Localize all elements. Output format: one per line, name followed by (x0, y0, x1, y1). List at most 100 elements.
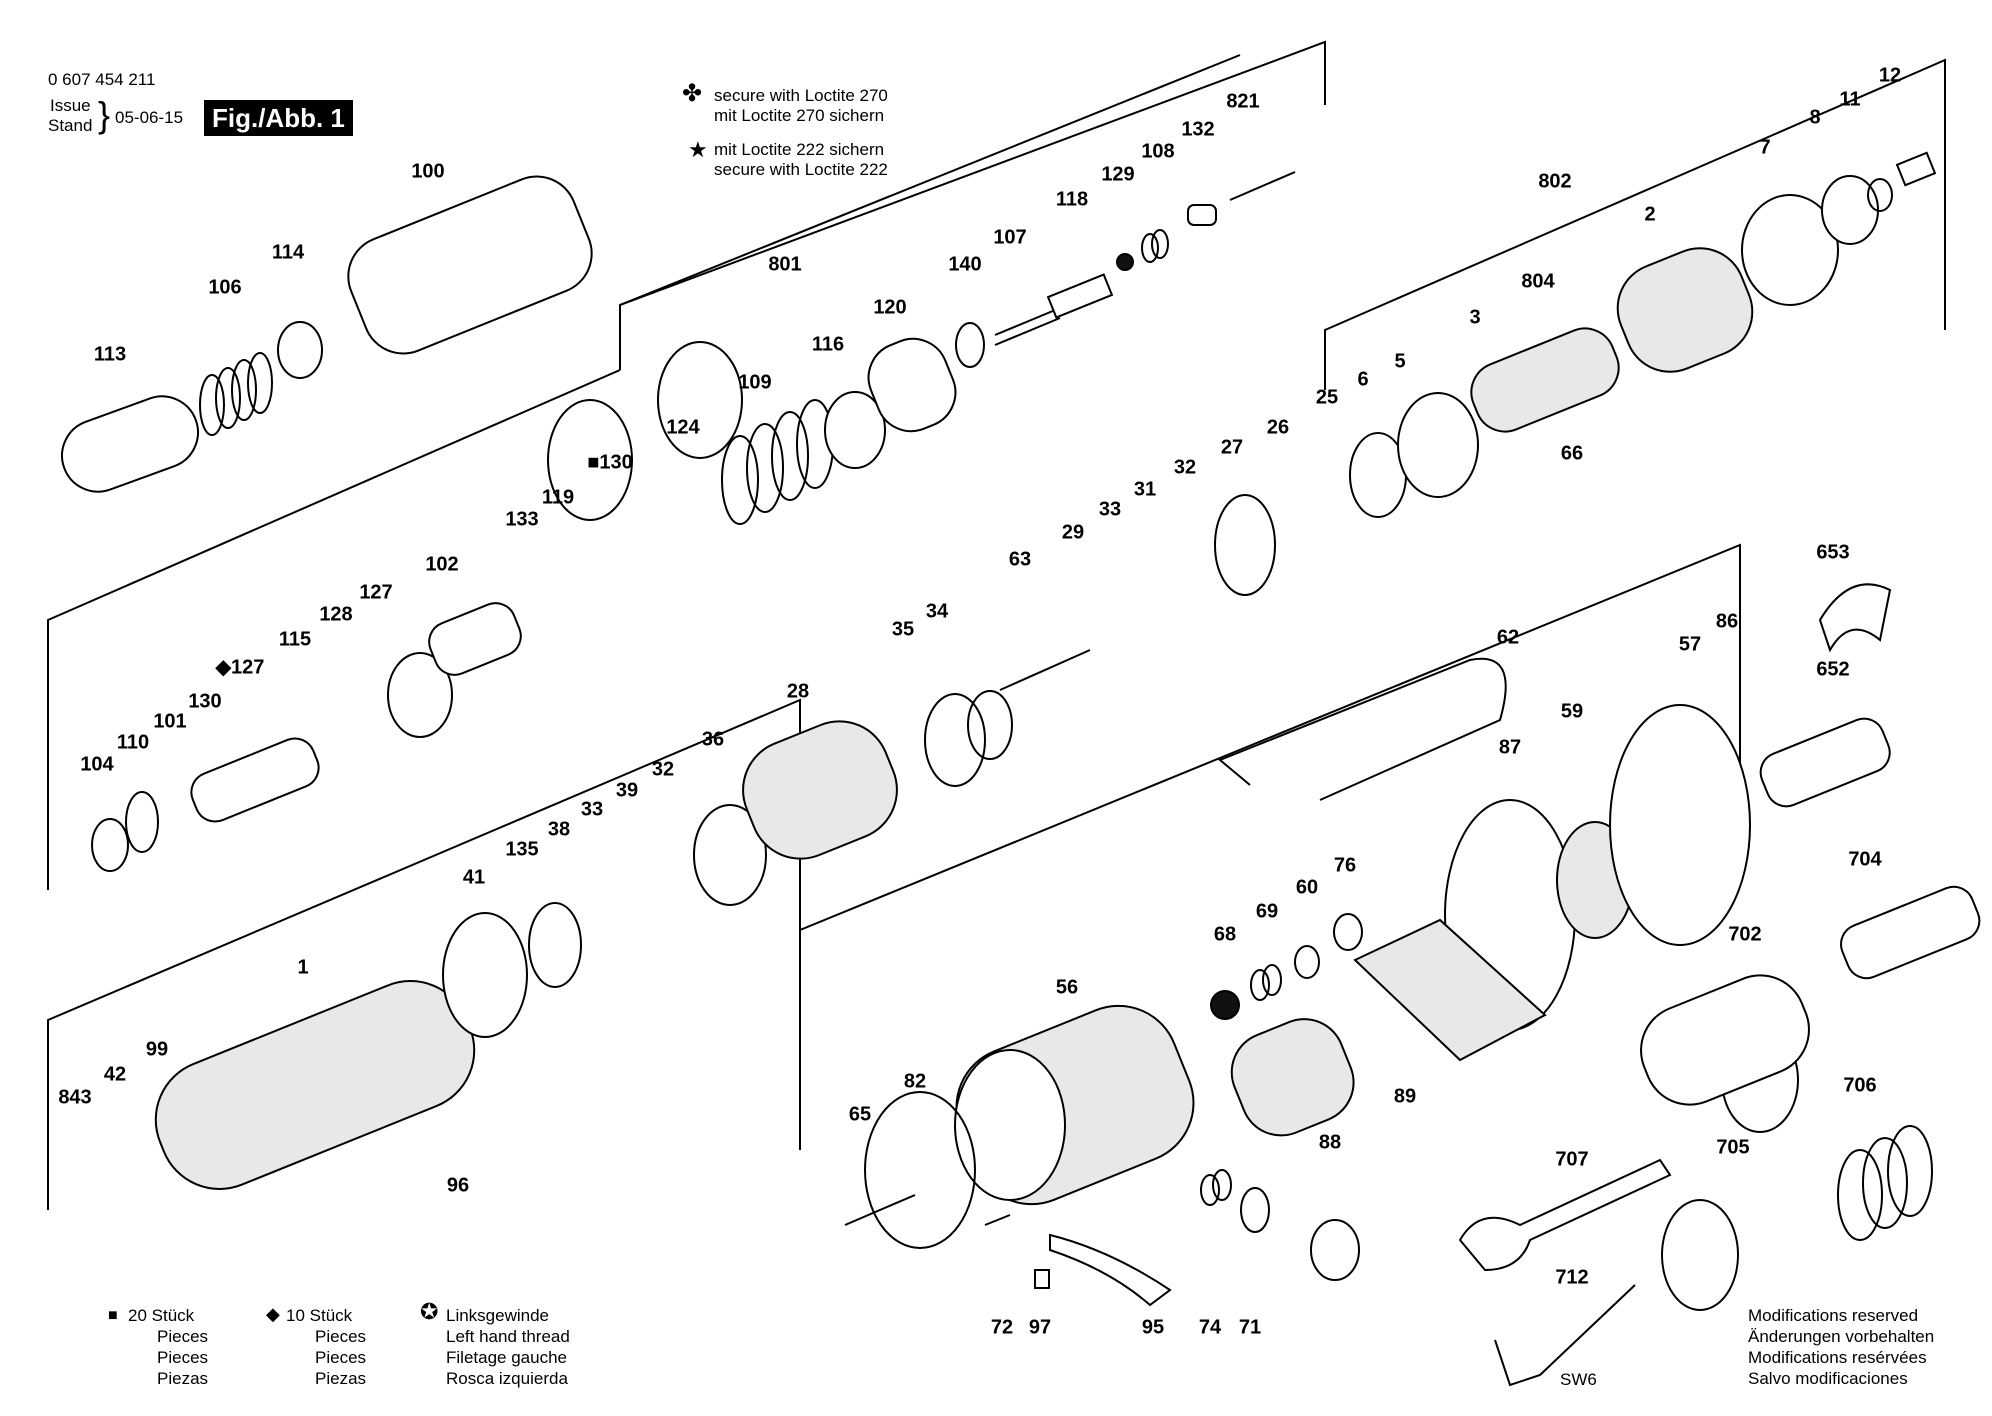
label-129: 129 (1101, 163, 1135, 186)
label-100: 100 (411, 160, 445, 183)
label-132: 132 (1181, 118, 1215, 141)
label-2: 2 (1644, 203, 1656, 226)
part-12-screw (1895, 151, 1937, 187)
label-12: 12 (1878, 64, 1902, 87)
label-110: 110 (116, 731, 150, 754)
part-69-spring (1250, 964, 1282, 1001)
label-113: 113 (93, 343, 127, 366)
label-804: 804 (1521, 270, 1555, 293)
part-102-shaft (428, 602, 522, 676)
clover-icon: ✤ (682, 80, 703, 107)
star-icon: ★ (688, 137, 708, 162)
part-705-collar (1661, 1199, 1739, 1311)
part-135-washer (528, 902, 582, 988)
label-35: 35 (891, 618, 915, 641)
label-62: 62 (1496, 626, 1520, 649)
part-113-sleeve (61, 395, 199, 493)
part-109-spring (721, 399, 834, 525)
square-icon: ■ (108, 1307, 118, 1324)
part-89-filter-pad (1353, 918, 1547, 1062)
part-82-o-ring (864, 1091, 976, 1249)
part-65-pin (844, 1194, 916, 1226)
part-number: 0 607 454 211 (48, 70, 156, 89)
label-72: 72 (990, 1316, 1014, 1339)
label-3: 3 (1469, 306, 1481, 329)
label-99: 99 (145, 1038, 169, 1061)
label-34: 34 (925, 600, 949, 623)
part-707-wrench (1458, 1158, 1672, 1272)
label-66: 66 (1560, 442, 1584, 465)
label-128: 128 (319, 603, 353, 626)
legend-pieces-3: Piezas (157, 1369, 209, 1388)
part-63-pin (999, 649, 1091, 691)
label-127: 127 (359, 581, 393, 604)
part-60-valve (1294, 945, 1320, 979)
part-101-chuck (190, 737, 320, 823)
label-1: 1 (297, 956, 309, 979)
modifications-1: Modifications reserved (1748, 1306, 1919, 1325)
label-88: 88 (1318, 1131, 1342, 1154)
part-56-face (954, 1049, 1066, 1201)
label-63: 63 (1008, 548, 1032, 571)
label-102: 102 (425, 553, 459, 576)
part-116-disc (824, 391, 886, 469)
part-140-ring (955, 322, 985, 368)
label-74: 74 (1198, 1316, 1222, 1339)
label-41: 41 (462, 866, 486, 889)
label-116: 116 (811, 333, 845, 356)
part-68-ball (1210, 990, 1240, 1020)
part-2-cylinder (1616, 247, 1754, 373)
label-130-square: ■130 (587, 451, 633, 474)
loctite-note-4: secure with Loctite 222 (714, 160, 888, 179)
legend-pieces-1: Pieces (157, 1327, 209, 1346)
issue-date: 05-06-15 (115, 108, 184, 127)
label-120: 120 (873, 296, 907, 319)
label-801: 801 (768, 253, 802, 276)
part-72-pin (984, 1214, 1011, 1226)
label-135: 135 (505, 838, 539, 861)
legend-left-thread-2: Left hand thread (446, 1327, 570, 1346)
label-68: 68 (1213, 923, 1237, 946)
issue-brace: } (98, 94, 111, 135)
part-110-ring (125, 791, 159, 853)
part-100-housing (347, 175, 593, 355)
label-60: 60 (1295, 876, 1319, 899)
label-27: 27 (1220, 436, 1244, 459)
label-118: 118 (1055, 188, 1089, 211)
part-653-clip (1818, 583, 1892, 653)
label-7: 7 (1759, 136, 1771, 159)
part-712-hex-key (1494, 1284, 1636, 1387)
figure-title: Fig./Abb. 1 (204, 100, 353, 136)
part-74-spring (1200, 1169, 1232, 1206)
label-42: 42 (103, 1063, 127, 1086)
label-25: 25 (1315, 386, 1339, 409)
part-34-ring (967, 690, 1013, 760)
part-57-cover (1609, 704, 1751, 946)
label-96: 96 (446, 1174, 470, 1197)
part-88-silencer (1230, 1018, 1355, 1137)
stand-label: Stand (48, 116, 93, 135)
part-11-washer (1867, 178, 1893, 212)
label-702: 702 (1728, 923, 1762, 946)
label-6: 6 (1357, 368, 1369, 391)
diamond-icon: ◆ (266, 1304, 280, 1324)
label-108: 108 (1141, 140, 1175, 163)
label-140: 140 (948, 253, 982, 276)
label-76: 76 (1333, 854, 1357, 877)
label-712: 712 (1555, 1266, 1589, 1289)
part-71-knob (1310, 1219, 1360, 1281)
label-107: 107 (993, 226, 1027, 249)
tool-size-label: SW6 (1560, 1370, 1597, 1389)
part-107-spring (994, 307, 1061, 346)
label-28: 28 (786, 680, 810, 703)
label-653: 653 (1816, 541, 1850, 564)
part-132-screw (1187, 204, 1217, 226)
part-106-spring (199, 352, 273, 436)
part-118-pin (1046, 273, 1114, 319)
label-115: 115 (278, 628, 312, 651)
left-thread-icon: ✪ (420, 1299, 439, 1324)
label-133: 133 (505, 508, 539, 531)
label-57: 57 (1678, 633, 1702, 656)
part-76-nut (1333, 913, 1363, 951)
